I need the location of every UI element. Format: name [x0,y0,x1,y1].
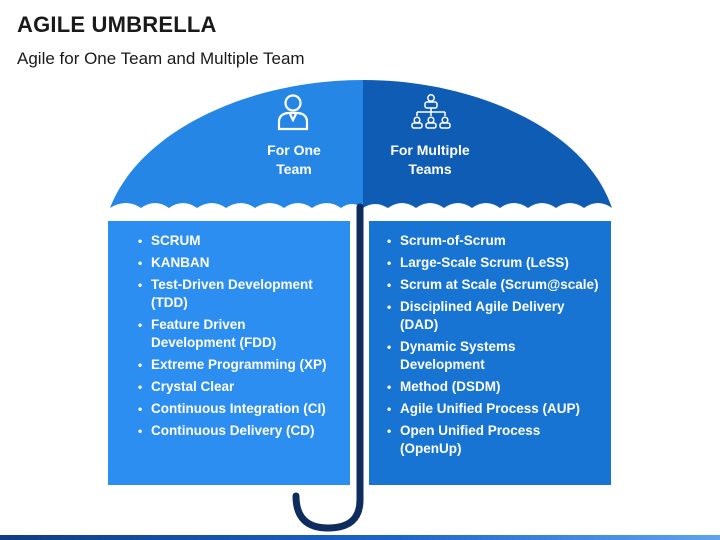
team-hierarchy-icon [411,94,451,129]
list-item: • SCRUM [138,232,346,250]
list-item-text: Method (DSDM) [400,379,501,394]
list-item-text: Development (FDD) [151,335,277,350]
list-item-text: Scrum at Scale (Scrum@scale) [400,277,599,292]
list-item-text: Development [400,357,485,372]
bottom-accent-bar [0,535,720,540]
bullet-icon: • [138,402,143,416]
umbrella-canopy-left [110,80,363,208]
bullet-icon: • [387,402,392,416]
bullet-icon: • [387,234,392,248]
bullet-icon: • [387,424,392,438]
list-item-text: (TDD) [151,295,188,310]
list-item-text: Large-Scale Scrum (LeSS) [400,255,569,270]
single-person-icon [277,94,309,131]
list-item: • Agile Unified Process (AUP) [387,400,605,418]
list-item-text: SCRUM [151,233,201,248]
list-item: • Disciplined Agile Delivery (DAD) [387,298,605,334]
list-item-text: Extreme Programming (XP) [151,357,327,372]
right-heading: For Multiple Teams [370,141,490,179]
list-item: • Crystal Clear [138,378,346,396]
list-item: • Extreme Programming (XP) [138,356,346,374]
right-list: • Scrum-of-Scrum • Large-Scale Scrum (LeSS… [387,232,605,462]
bullet-icon: • [387,300,392,314]
list-item-text: Continuous Delivery (CD) [151,423,315,438]
right-heading-line1: For Multiple [390,142,470,158]
list-item-text: KANBAN [151,255,210,270]
bullet-icon: • [138,424,143,438]
page-title: AGILE UMBRELLA [17,12,217,37]
list-item-text: Dynamic Systems [400,339,516,354]
bullet-icon: • [138,358,143,372]
umbrella-handle [292,203,364,532]
list-item-text: Test-Driven Development [151,277,313,292]
bullet-icon: • [387,278,392,292]
left-heading-line1: For One [267,142,321,158]
list-item: • Continuous Delivery (CD) [138,422,346,440]
list-item-text: Crystal Clear [151,379,235,394]
left-heading-line2: Team [276,161,312,177]
bullet-icon: • [387,256,392,270]
left-list: • SCRUM • KANBAN • Test-Driven Development (… [138,232,346,444]
page-subtitle: Agile for One Team and Multiple Team [17,49,305,68]
list-item-text: (DAD) [400,317,439,332]
list-item-text: Agile Unified Process (AUP) [400,401,581,416]
bullet-icon: • [387,380,392,394]
bullet-icon: • [138,380,143,394]
bullet-icon: • [138,318,143,332]
list-item: • Scrum-of-Scrum [387,232,605,250]
right-heading-line2: Teams [408,161,452,177]
list-item-text: Open Unified Process [400,423,541,438]
bullet-icon: • [138,256,143,270]
list-item-text: Feature Driven [151,317,246,332]
right-panel: • Scrum-of-Scrum • Large-Scale Scrum (LeSS… [369,221,611,485]
list-item-text: Scrum-of-Scrum [400,233,506,248]
left-heading: For One Team [234,141,354,179]
list-item: • Open Unified Process (OpenUp) [387,422,605,458]
list-item: • KANBAN [138,254,346,272]
list-item-text: Continuous Integration (CI) [151,401,326,416]
bullet-icon: • [138,278,143,292]
list-item: • Method (DSDM) [387,378,605,396]
list-item: • Scrum at Scale (Scrum@scale) [387,276,605,294]
list-item-text: Disciplined Agile Delivery [400,299,565,314]
list-item: • Test-Driven Development (TDD) [138,276,346,312]
list-item-text: (OpenUp) [400,441,462,456]
bullet-icon: • [387,340,392,354]
list-item: • Large-Scale Scrum (LeSS) [387,254,605,272]
bullet-icon: • [138,234,143,248]
left-panel: • SCRUM • KANBAN • Test-Driven Development (… [108,221,350,485]
list-item: • Continuous Integration (CI) [138,400,346,418]
